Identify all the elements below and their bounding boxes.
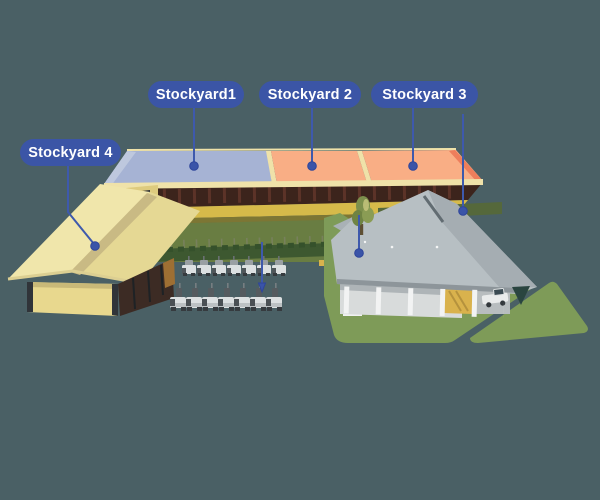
yellow-bin bbox=[319, 260, 327, 266]
anchor-dot-homestead-lower bbox=[354, 248, 364, 258]
stockyard-2-roof-section[interactable] bbox=[271, 151, 367, 184]
barn-ridge-vent bbox=[70, 193, 157, 275]
equipment-unit bbox=[202, 283, 218, 311]
cypress-tree bbox=[352, 196, 374, 235]
barn-side-bays bbox=[118, 259, 174, 316]
stockyard-4-barn[interactable] bbox=[7, 184, 200, 316]
roof-divider bbox=[357, 151, 372, 183]
carport-yellow-wall bbox=[443, 289, 472, 314]
barn-post bbox=[112, 284, 118, 316]
roof-highlight bbox=[104, 151, 136, 186]
label-text: Stockyard1 bbox=[155, 86, 237, 103]
tree-trunk bbox=[360, 224, 364, 235]
label-pill-stockyard-4[interactable]: Stockyard 4 bbox=[20, 139, 121, 166]
roof-end-trim bbox=[449, 150, 483, 182]
hedge-body bbox=[154, 243, 332, 262]
roof-divider bbox=[266, 151, 277, 184]
barn-interior-accent bbox=[163, 258, 175, 288]
dark-bush bbox=[512, 286, 530, 305]
equipment-unit bbox=[218, 283, 234, 311]
barn-eave-fascia bbox=[7, 269, 141, 285]
anchor-dot-stockyard-3 bbox=[408, 161, 418, 171]
label-pill-stockyard-3[interactable]: Stockyard 3 bbox=[371, 81, 478, 108]
stockyard-1-roof-section[interactable] bbox=[104, 151, 272, 184]
roof-right-plane bbox=[428, 190, 537, 288]
barn-post bbox=[27, 282, 33, 312]
stockyard-3-roof-section[interactable] bbox=[362, 150, 483, 183]
front-hedge-row bbox=[154, 235, 332, 262]
anchor-dot-stockyard-2 bbox=[307, 161, 317, 171]
equipment-unit bbox=[186, 283, 202, 311]
equipment-row-front bbox=[170, 283, 282, 311]
label-connectors bbox=[67, 108, 464, 284]
label-pill-stockyard-1[interactable]: Stockyard1 bbox=[148, 81, 244, 108]
roof-fascia bbox=[337, 279, 517, 293]
anchor-dot-stockyard-4 bbox=[90, 241, 100, 251]
yard-pin-tip bbox=[257, 282, 267, 294]
ridge-trim bbox=[126, 148, 457, 151]
right-lawn-patch bbox=[470, 281, 588, 343]
label-text: Stockyard 2 bbox=[267, 86, 353, 103]
anchor-dot-homestead-upper bbox=[458, 206, 468, 216]
veranda-shadow bbox=[340, 284, 462, 296]
label-text: Stockyard 4 bbox=[28, 144, 113, 161]
equipment-unit bbox=[266, 283, 282, 311]
eave-trim bbox=[104, 179, 483, 189]
connector-dots bbox=[90, 161, 468, 294]
roof-valley bbox=[422, 195, 445, 223]
homestead-building[interactable] bbox=[324, 190, 588, 343]
shed-roof bbox=[104, 148, 483, 189]
barn-front-wall bbox=[27, 282, 118, 316]
label-pill-stockyard-2[interactable]: Stockyard 2 bbox=[259, 81, 361, 108]
barn-roof-right-plane bbox=[73, 192, 200, 283]
barn-roof-left-plane bbox=[8, 184, 150, 279]
hedge-scallops bbox=[155, 241, 332, 253]
connector-stockyard-4 bbox=[67, 165, 95, 245]
anchor-dot-stockyard-1 bbox=[189, 161, 199, 171]
feed-apron bbox=[138, 200, 468, 219]
barn-wall-shadow bbox=[27, 282, 118, 289]
ute-vehicle bbox=[481, 288, 509, 308]
equipment-unit bbox=[234, 283, 250, 311]
label-text: Stockyard 3 bbox=[382, 86, 467, 103]
